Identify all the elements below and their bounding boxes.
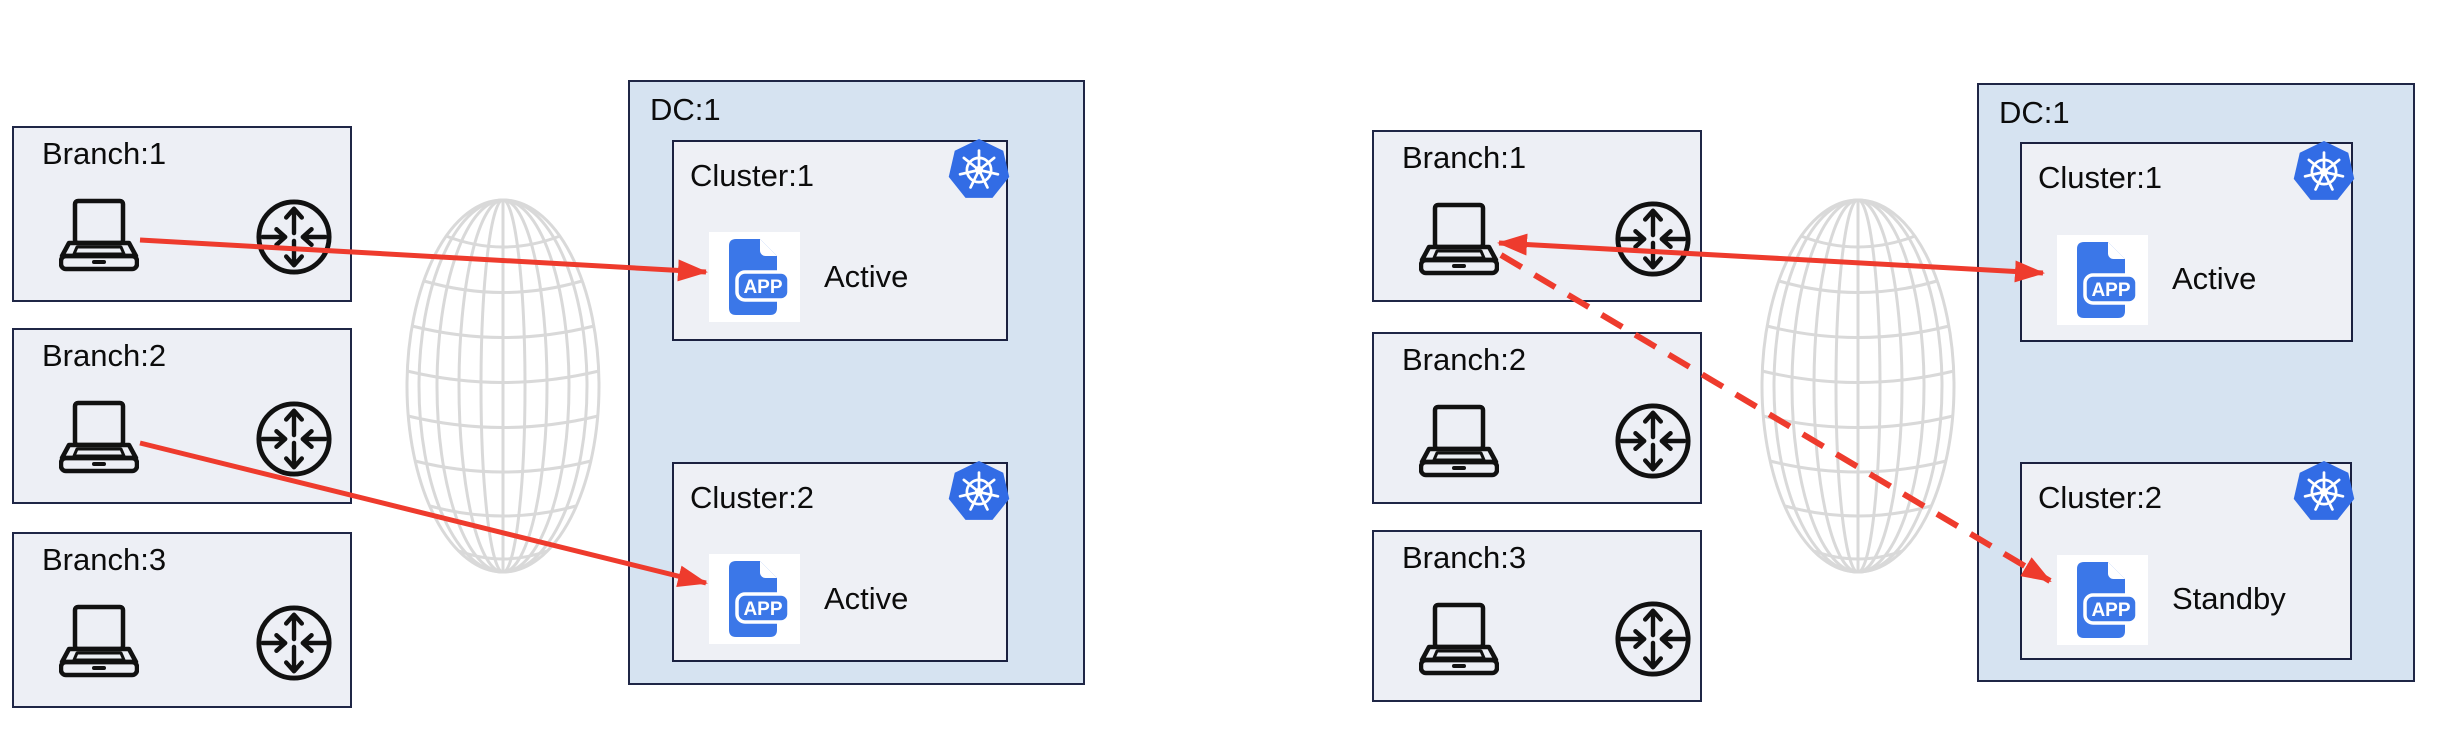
cluster-status: Active [2172,261,2257,296]
laptop-icon [1419,602,1499,676]
kubernetes-icon [2293,140,2355,200]
branch-box-1: Branch:1 [12,126,352,302]
kubernetes-icon [948,460,1010,520]
branch-box-2: Branch:2 [12,328,352,504]
app-icon: APP [2057,235,2148,325]
cluster-label: Cluster:2 [690,480,815,515]
branch-box-3: Branch:3 [12,532,352,708]
cluster-label: Cluster:2 [2038,480,2163,515]
app-icon: APP [709,554,800,644]
app-icon: APP [709,232,800,322]
branch-label: Branch:3 [1402,540,1527,575]
cluster-status: Active [824,581,909,616]
router-icon [1615,601,1691,677]
branch-label: Branch:3 [42,542,167,577]
laptop-icon [59,604,139,678]
laptop-icon [59,198,139,272]
wan-globe-icon [405,198,601,574]
laptop-icon [59,400,139,474]
app-icon: APP [2057,555,2148,645]
branch-box-1: Branch:1 [1372,130,1702,302]
router-icon [1615,201,1691,277]
branch-label: Branch:2 [1402,342,1527,377]
dc-label: DC:1 [1999,95,2070,130]
cluster-box-1: Cluster:1 A [672,138,1010,341]
branch-label: Branch:2 [42,338,167,373]
branch-box-3: Branch:3 [1372,530,1702,702]
router-icon [256,199,332,275]
cluster-box-1: Cluster:1 A [2020,140,2355,342]
cluster-status: Active [824,259,909,294]
branch-label: Branch:1 [42,136,167,171]
app-badge-text: APP [743,277,782,298]
kubernetes-icon [2293,460,2355,520]
branch-label: Branch:1 [1402,140,1527,175]
branch-box-2: Branch:2 [1372,332,1702,504]
laptop-icon [1419,404,1499,478]
app-badge-text: APP [2091,280,2130,301]
app-badge-text: APP [743,599,782,620]
router-icon [1615,403,1691,479]
cluster-label: Cluster:1 [2038,160,2163,195]
dc-label: DC:1 [650,92,721,127]
router-icon [256,401,332,477]
kubernetes-icon [948,138,1010,198]
app-badge-text: APP [2091,600,2130,621]
laptop-icon [1419,202,1499,276]
wan-globe-icon [1760,198,1956,574]
cluster-status: Standby [2172,581,2286,616]
cluster-label: Cluster:1 [690,158,815,193]
cluster-box-2: Cluster:2 A [2020,460,2355,660]
router-icon [256,605,332,681]
cluster-box-2: Cluster:2 A [672,460,1010,662]
